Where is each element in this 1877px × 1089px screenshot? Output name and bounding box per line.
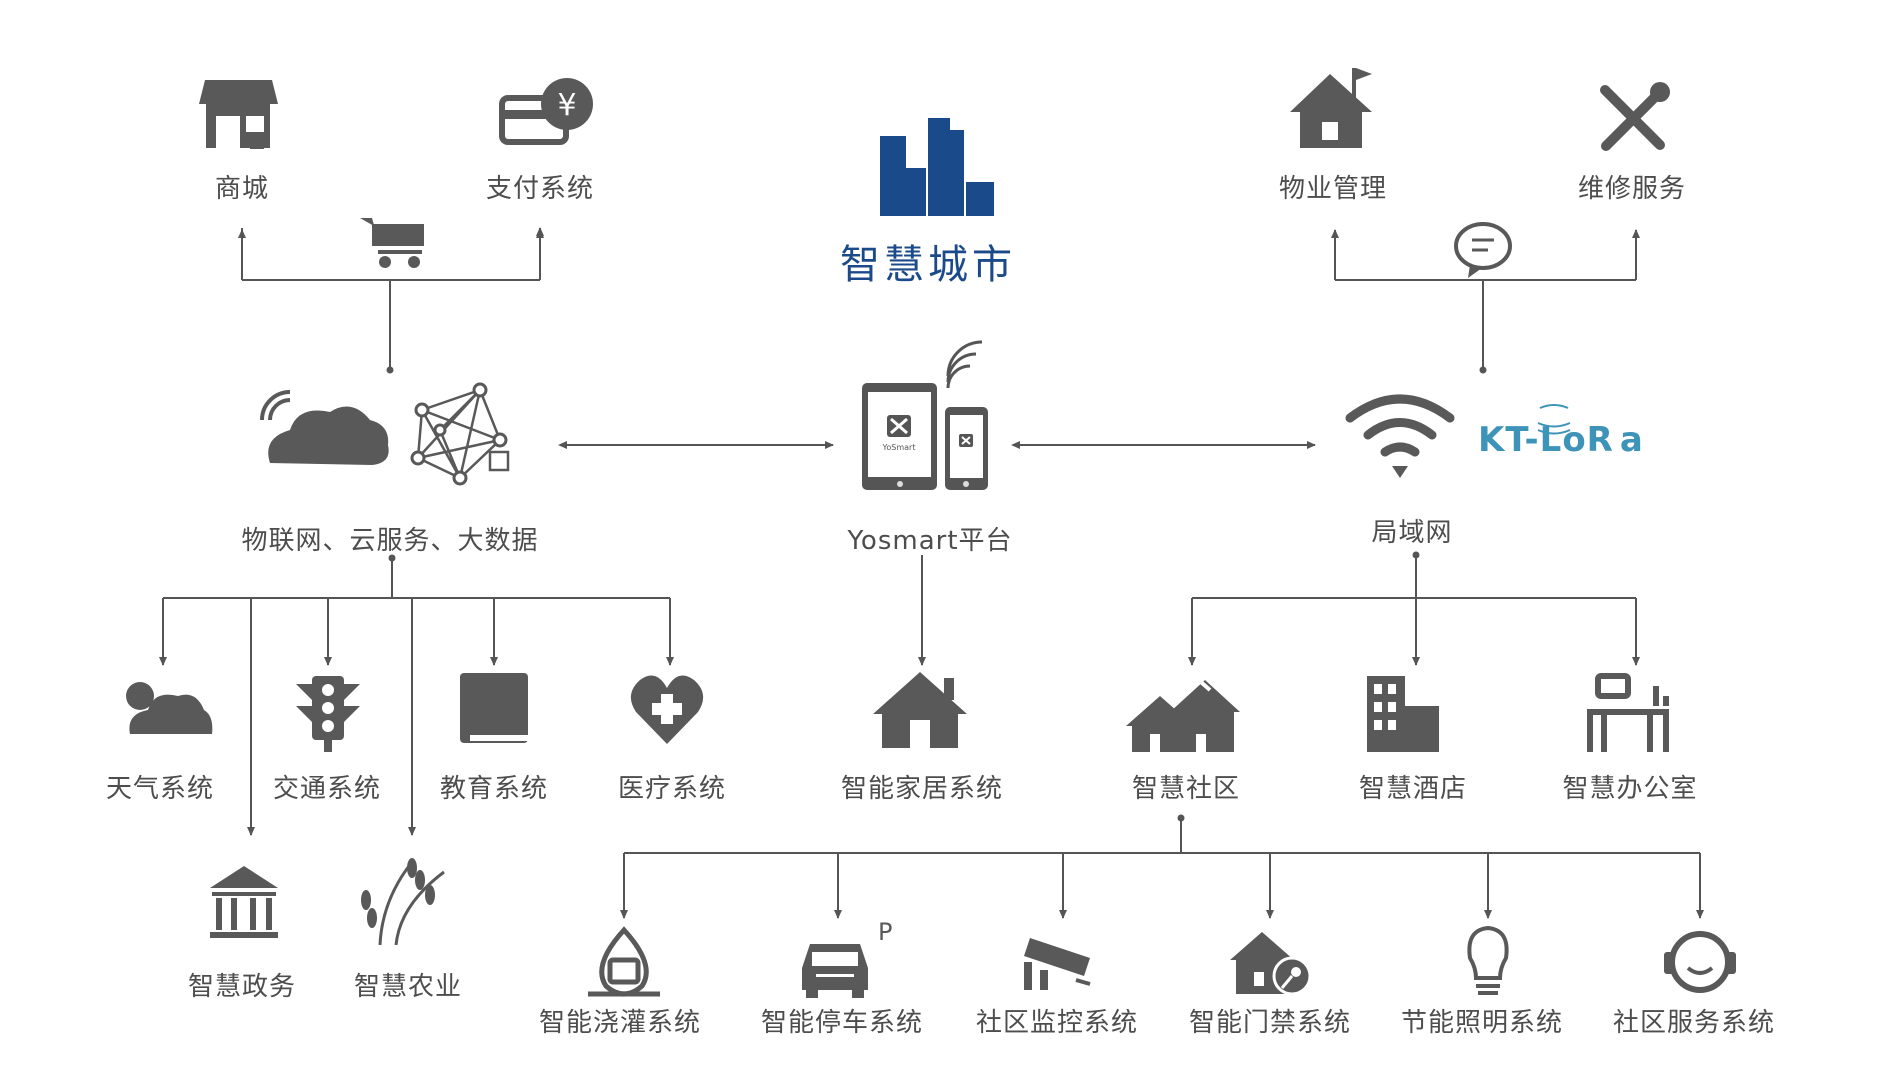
hotel-icon <box>1367 676 1439 752</box>
label-service: 社区服务系统 <box>1612 1008 1776 1038</box>
smart-city-logo <box>880 118 994 216</box>
wheat-icon <box>361 858 445 946</box>
page-title: 智慧城市 <box>840 242 1016 288</box>
medical-heart-icon <box>630 675 704 744</box>
door-access-icon <box>1230 932 1312 996</box>
book-icon <box>460 673 530 743</box>
connector-dots <box>386 366 1487 822</box>
payment-icon: ¥ <box>499 78 593 145</box>
parking-icon: P <box>802 918 892 998</box>
lora-signal-icon <box>1537 404 1571 435</box>
svg-text:¥: ¥ <box>557 88 576 123</box>
label-home: 智能家居系统 <box>840 774 1004 804</box>
home-icon <box>873 672 967 748</box>
bulb-icon <box>1467 925 1509 995</box>
wifi-icon <box>1345 394 1455 457</box>
connector-left-top <box>241 228 540 370</box>
connectors <box>159 228 1704 919</box>
label-repair: 维修服务 <box>1577 174 1687 204</box>
shop-icon <box>199 80 278 149</box>
cctv-icon <box>1024 938 1091 990</box>
lora-kt: KT- <box>1478 420 1540 460</box>
label-property: 物业管理 <box>1278 174 1388 204</box>
traffic-light-icon <box>296 676 360 752</box>
label-community: 智慧社区 <box>1131 774 1241 804</box>
cloud-icon <box>260 390 389 465</box>
government-icon <box>210 866 278 938</box>
label-door-access: 智能门禁系统 <box>1188 1008 1352 1038</box>
label-cctv: 社区监控系统 <box>975 1008 1139 1038</box>
community-icon <box>1126 673 1240 752</box>
label-right-hub: 局域网 <box>1371 518 1453 548</box>
label-irrigation: 智能浇灌系统 <box>538 1008 702 1038</box>
label-hotel: 智慧酒店 <box>1358 774 1468 804</box>
label-payment: 支付系统 <box>485 174 595 204</box>
label-platform: Yosmart平台 <box>847 526 1013 556</box>
label-medical: 医疗系统 <box>617 774 727 804</box>
label-office: 智慧办公室 <box>1562 774 1698 804</box>
label-agriculture: 智慧农业 <box>353 972 463 1002</box>
cart-icon <box>360 218 424 268</box>
repair-tools-icon <box>1600 82 1670 151</box>
label-weather: 天气系统 <box>105 774 215 804</box>
irrigation-icon <box>588 926 660 997</box>
network-icon <box>410 382 510 486</box>
weather-icon <box>126 682 213 734</box>
label-traffic: 交通系统 <box>272 774 382 804</box>
label-parking: 智能停车系统 <box>760 1008 924 1038</box>
label-left-hub: 物联网、云服务、大数据 <box>241 526 539 556</box>
label-lighting: 节能照明系统 <box>1400 1008 1564 1038</box>
wifi-dot <box>1392 466 1408 478</box>
label-government: 智慧政务 <box>187 972 297 1002</box>
svg-text:P: P <box>878 918 892 946</box>
chat-icon <box>1454 222 1512 278</box>
yosmart-device-icon: YoSmart <box>862 340 988 490</box>
svg-text:YoSmart: YoSmart <box>882 443 916 452</box>
label-shop: 商城 <box>214 174 270 204</box>
headset-icon <box>1664 931 1736 993</box>
lora-a: a <box>1619 420 1644 460</box>
office-icon <box>1587 673 1669 752</box>
label-education: 教育系统 <box>439 774 549 804</box>
lora-main: LoR <box>1539 420 1614 460</box>
property-house-icon <box>1290 68 1372 148</box>
